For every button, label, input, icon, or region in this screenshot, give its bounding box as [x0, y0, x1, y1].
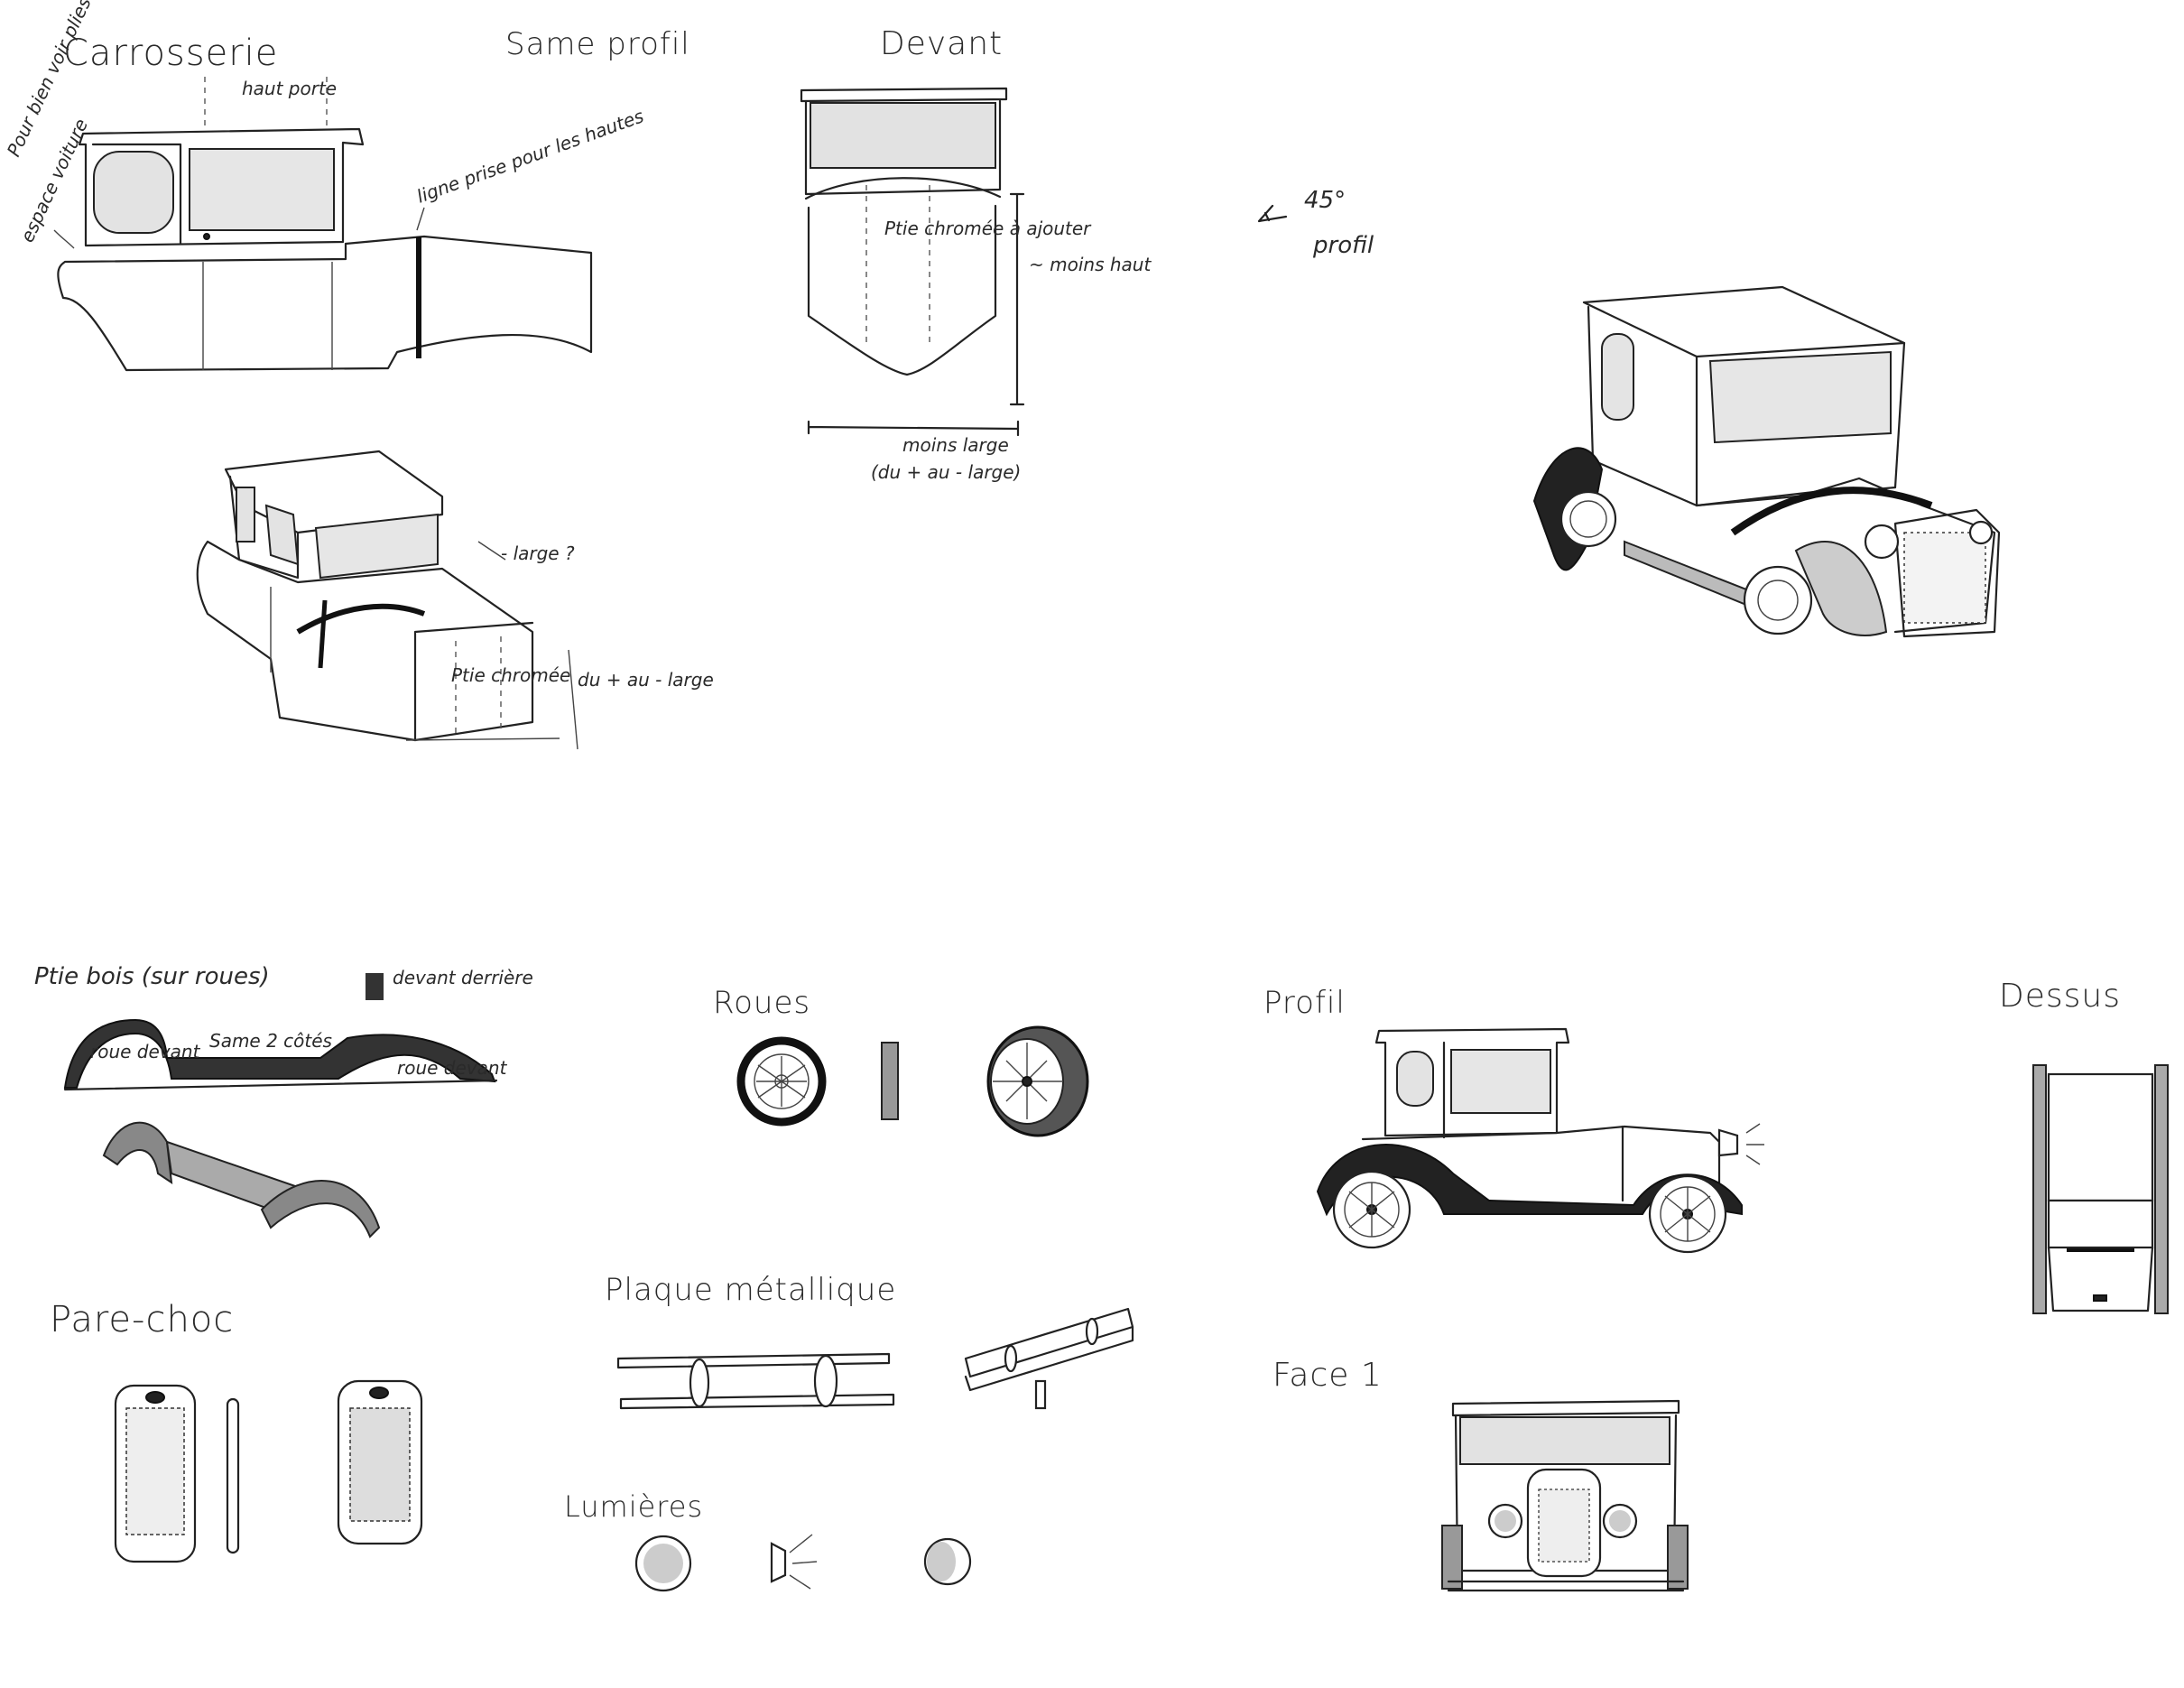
car-top-view-drawing	[2032, 1064, 2169, 1314]
roues-title: Roues	[713, 985, 810, 1021]
chrome-note-3-4: Ptie chromée	[451, 664, 570, 686]
profil-title: Profil	[1263, 985, 1346, 1021]
angle-label: 45°	[1304, 187, 1346, 214]
plaque-flat-drawing	[616, 1352, 895, 1410]
wheel-front-drawing	[736, 1036, 827, 1127]
line-note: ligne prise pour les hautes	[414, 105, 647, 207]
face-title: Face 1	[1272, 1357, 1383, 1394]
devant-drawing	[800, 87, 1025, 437]
angle-icon	[1257, 204, 1288, 223]
plaque-title: Plaque métallique	[605, 1272, 896, 1308]
light-side-drawing	[770, 1534, 818, 1590]
fender-side-drawing	[63, 1018, 498, 1091]
car-profile-drawing	[1316, 1027, 1764, 1254]
carrosserie-title: Carrosserie	[63, 32, 278, 74]
dessus-title: Dessus	[1999, 978, 2121, 1015]
same-both-sides-note: Same 2 côtés	[209, 1030, 332, 1052]
carrosserie-side-drawing	[53, 77, 593, 372]
width-range-note: du + au - large	[578, 669, 714, 691]
lumieres-title: Lumières	[564, 1489, 703, 1524]
devant-height-note: ~ moins haut	[1029, 254, 1152, 275]
pare-choc-title: Pare-choc	[50, 1299, 234, 1340]
ptie-bois-title: Ptie bois (sur roues)	[34, 963, 270, 990]
devant-width-note: moins large	[902, 434, 1009, 456]
wheel-edge-drawing	[881, 1042, 899, 1120]
grille-front-drawing	[114, 1384, 197, 1563]
legend-swatch	[366, 973, 384, 1000]
front-wheel-label-2: roue devant	[397, 1057, 508, 1079]
light-front-drawing	[634, 1535, 692, 1592]
devant-chrome-note: Ptie chromée à ajouter	[884, 218, 1092, 239]
wheel-3-4-drawing	[986, 1025, 1089, 1137]
carrosserie-3-4-drawing	[196, 450, 578, 750]
same-profile-note: Same profil	[505, 26, 690, 62]
fender-3d-drawing	[102, 1121, 381, 1238]
devant-width-note-2: (du + au - large)	[871, 461, 1021, 483]
car-front-view-drawing	[1441, 1399, 1689, 1592]
front-wheel-label-1: roue devant	[90, 1041, 201, 1062]
bumper-post-drawing	[226, 1397, 240, 1554]
devant-title: Devant	[880, 25, 1003, 62]
width-question-note: - large ?	[501, 543, 575, 564]
car-45-drawing	[1532, 285, 2001, 638]
ptie-bois-legend: devant derrière	[393, 967, 533, 988]
plaque-3d-drawing	[964, 1307, 1134, 1410]
door-height-note: haut porte	[242, 78, 337, 99]
grille-3-4-drawing	[337, 1379, 423, 1545]
light-3-4-drawing	[923, 1537, 972, 1586]
angle-subtitle: profil	[1312, 232, 1374, 259]
